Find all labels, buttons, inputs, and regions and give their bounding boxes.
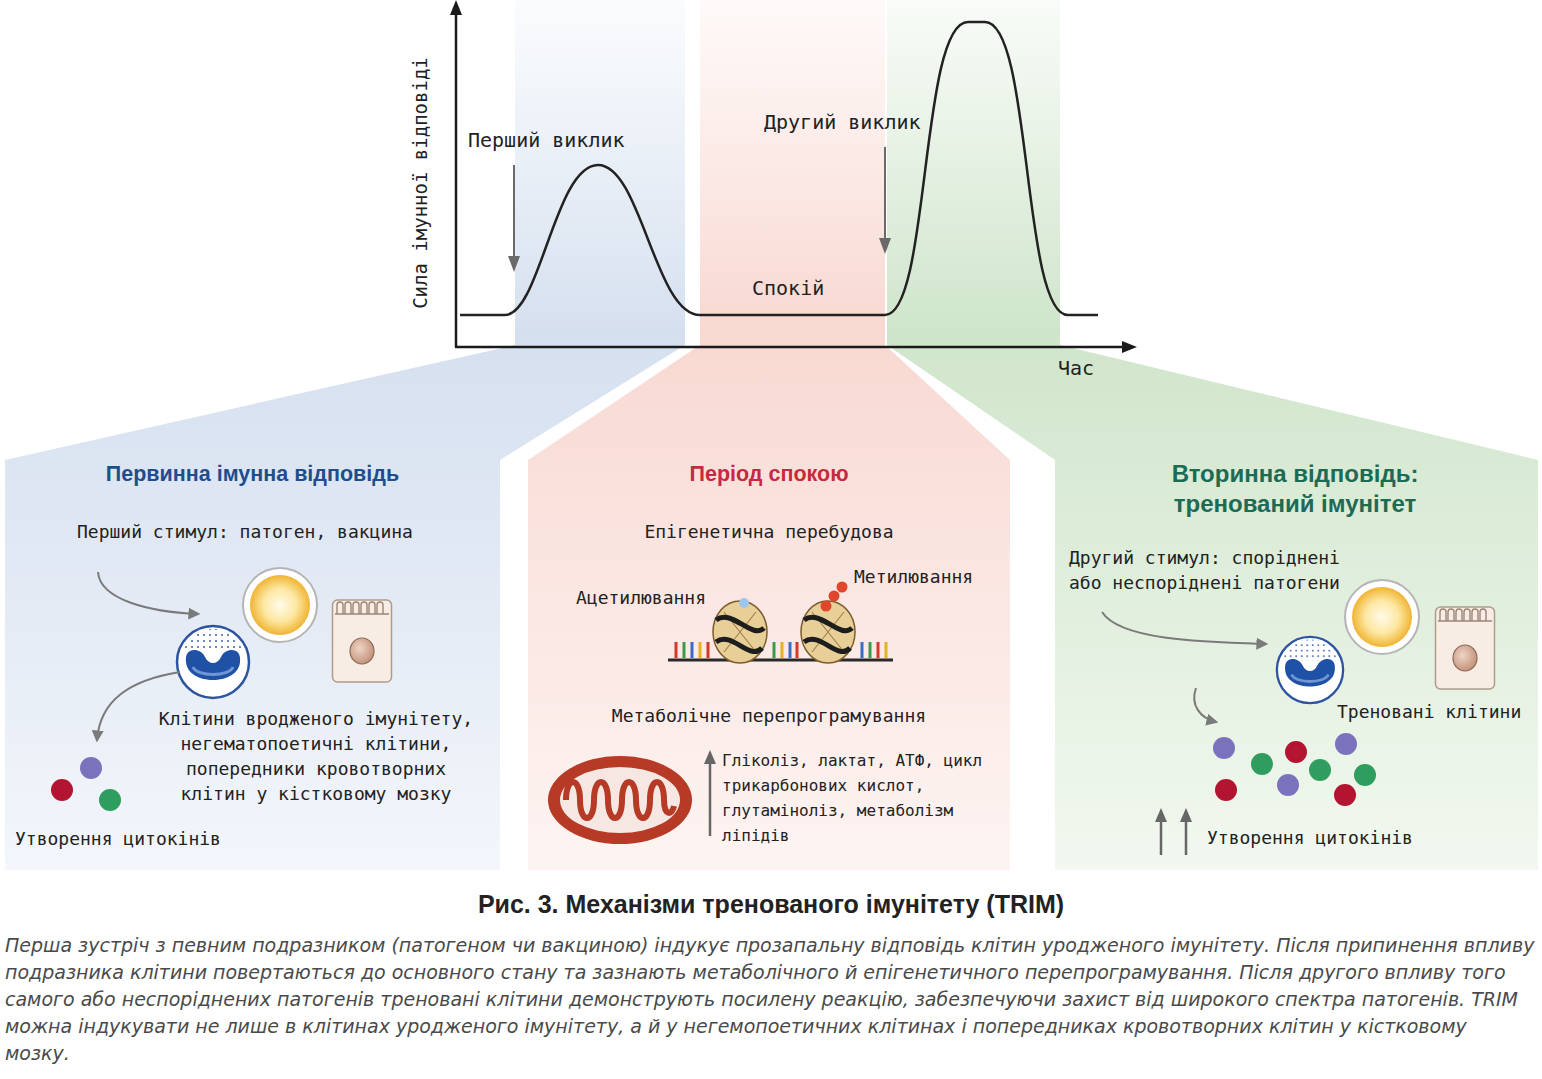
chromatin-illustration <box>781 642 784 658</box>
stimulus-arrow <box>98 572 198 614</box>
cytokine-dot <box>1251 753 1273 775</box>
increase-arrow <box>704 750 716 836</box>
challenge-arrow <box>508 256 520 272</box>
challenge-label: Перший виклик <box>468 128 625 152</box>
chromatin-illustration <box>869 642 872 658</box>
secretion-arrow <box>1194 688 1216 722</box>
cytokine-dot <box>1309 759 1331 781</box>
secondary-illustration <box>1345 580 1419 654</box>
chromatin-illustration <box>691 642 694 658</box>
response-panel: Первинна імунна відповідьПерший стимул: … <box>0 445 505 870</box>
panel-heading: Вторинна відповідь: тренований імунітет <box>1105 459 1485 519</box>
chromatin-illustration <box>885 642 888 658</box>
increase-arrow <box>1160 820 1163 855</box>
mark-label: Ацетилювання <box>576 587 706 609</box>
chromatin-illustration <box>699 642 702 658</box>
challenge-arrow <box>879 238 891 254</box>
figure-title: Рис. 3. Механізми тренованого імунітету … <box>0 889 1542 919</box>
chromatin-illustration <box>796 642 799 658</box>
increase-arrow <box>709 762 712 836</box>
mitochondrion <box>566 782 674 818</box>
response-chart <box>450 0 1137 353</box>
panel-heading: Період спокою <box>528 459 1010 489</box>
primary-illustration <box>243 568 317 642</box>
nucleosome <box>716 617 764 630</box>
nucleosome <box>801 601 855 663</box>
cytokine-dot <box>1354 764 1376 786</box>
chromatin-illustration <box>877 642 880 658</box>
y-axis <box>455 12 458 347</box>
subheading-text: Метаболічне перепрограмування <box>528 703 1010 729</box>
chromatin-illustration <box>675 642 678 658</box>
cytokine-dot <box>80 757 102 779</box>
nucleosome <box>804 639 850 651</box>
cytokine-text: Утворення цитокінів <box>15 828 221 850</box>
secondary-illustration <box>1277 637 1343 703</box>
challenge-label: Другий виклик <box>764 110 921 134</box>
chromatin-illustration <box>789 642 792 658</box>
response-panel: Період спокоюЕпігенетична перебудоваАцет… <box>528 445 1010 870</box>
cytokine-dot <box>1277 774 1299 796</box>
primary-illustration <box>177 626 249 698</box>
pathway-list: Гліколіз, лактат, АТФ, цикл трикарбонови… <box>722 748 1012 848</box>
mark-label: Метилювання <box>854 566 973 588</box>
response-curve <box>460 22 1098 315</box>
increase-arrow <box>1185 820 1188 855</box>
nucleosome <box>801 601 855 663</box>
nucleosome <box>804 617 852 630</box>
acetyl-mark <box>739 598 749 608</box>
mitochondrion <box>548 756 692 844</box>
response-panel: Вторинна відповідь: тренований імунітетД… <box>1055 445 1538 870</box>
subheading-text: Епігенетична перебудова <box>528 519 1010 545</box>
stimulus-text: Перший стимул: патоген, вакцина <box>0 519 490 545</box>
cytokine-dot <box>1215 779 1237 801</box>
cytokine-dot <box>1213 737 1235 759</box>
chromatin-illustration <box>773 642 776 658</box>
methyl-mark <box>837 582 848 593</box>
cytokine-text: Утворення цитокінів <box>1207 827 1413 849</box>
cytokine-dot <box>1335 733 1357 755</box>
nucleosome <box>716 639 762 651</box>
mitochondrion <box>548 756 692 844</box>
challenge-arrow <box>513 165 515 258</box>
y-axis-head <box>450 0 462 15</box>
chromatin-illustration <box>668 659 893 662</box>
increase-arrow <box>1180 808 1192 822</box>
chromatin-illustration <box>676 642 886 658</box>
stimulus-text: Другий стимул: споріднені або неспорідне… <box>1069 545 1361 595</box>
cell-types-text: Клітини вродженого імунітету, негематопо… <box>155 706 477 806</box>
increase-arrow <box>704 750 716 764</box>
methyl-mark <box>821 601 832 612</box>
secretion-arrow <box>97 672 180 740</box>
nucleosome <box>713 601 767 663</box>
x-axis <box>455 346 1124 349</box>
chromatin-illustration <box>683 642 686 658</box>
chromatin-illustration <box>707 642 710 658</box>
x-axis-head <box>1122 341 1137 353</box>
cytokine-dot <box>1285 741 1307 763</box>
increase-arrow <box>1155 808 1167 822</box>
cell-label: Треновані клітини <box>1337 701 1521 723</box>
mitochondrion <box>560 767 680 833</box>
cytokine-dot <box>1334 784 1356 806</box>
nucleosome <box>713 601 767 663</box>
secondary-band <box>887 0 1538 870</box>
phase-label: Спокій <box>752 276 824 300</box>
panel-heading: Первинна імунна відповідь <box>0 459 505 489</box>
cytokine-dot <box>99 789 121 811</box>
challenge-arrow <box>884 147 886 240</box>
methyl-mark <box>829 591 840 602</box>
stimulus-arrow <box>1102 612 1266 644</box>
increase-arrow <box>1155 808 1192 855</box>
chromatin-illustration <box>861 642 864 658</box>
figure-caption: Перша зустріч з певним подразником (пато… <box>5 932 1537 1067</box>
axis-label: Час <box>1058 356 1094 380</box>
cytokine-dot <box>51 779 73 801</box>
primary-illustration <box>333 600 392 682</box>
axis-label: Сила імунної відповіді <box>408 53 432 313</box>
secondary-illustration <box>1436 607 1495 689</box>
